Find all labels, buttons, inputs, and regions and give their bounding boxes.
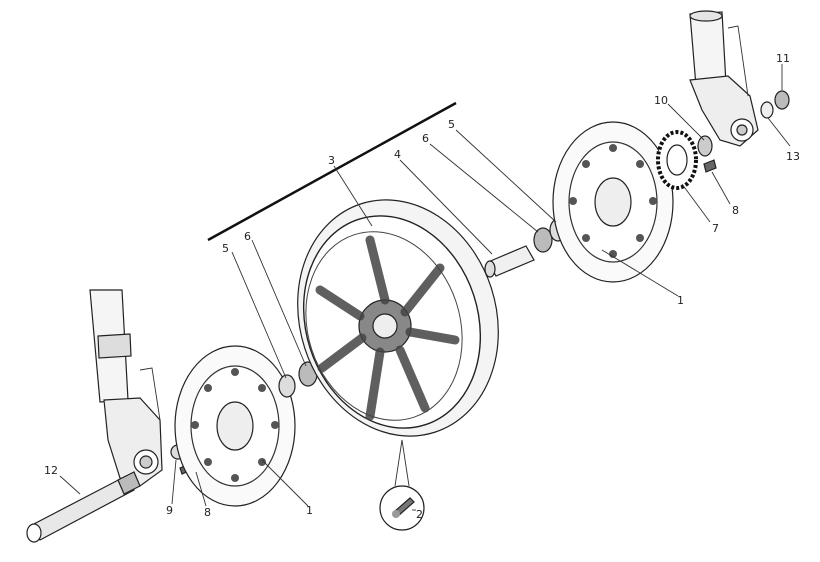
callout-1-right: 1 xyxy=(677,294,684,307)
axle xyxy=(26,471,141,543)
spacer-10 xyxy=(697,135,713,157)
washer-13 xyxy=(760,101,774,119)
tone-wheel xyxy=(656,130,698,190)
callout-8-right: 8 xyxy=(732,204,739,217)
callout-5-right: 5 xyxy=(448,118,455,131)
callout-2: 2 xyxy=(416,508,423,521)
callout-9: 9 xyxy=(166,504,173,517)
callout-13: 13 xyxy=(786,150,800,163)
brake-disc-right xyxy=(552,121,674,283)
callout-1-left: 1 xyxy=(306,504,313,517)
group-bracket-line xyxy=(207,101,457,242)
brake-disc-left xyxy=(174,345,296,507)
wheel-rim xyxy=(297,199,499,437)
callout-8-left: 8 xyxy=(204,506,211,519)
nut-11 xyxy=(774,90,790,110)
callout-10: 10 xyxy=(654,94,668,107)
callout-12: 12 xyxy=(44,464,58,477)
callout-7: 7 xyxy=(712,222,719,235)
callout-6-left: 6 xyxy=(244,230,251,243)
callout-11: 11 xyxy=(776,52,790,65)
right-fork-leg xyxy=(689,10,759,147)
callout-3: 3 xyxy=(328,154,335,167)
left-fork-leg xyxy=(89,289,163,487)
valve-detail xyxy=(379,439,425,531)
bolt-right xyxy=(703,159,717,173)
leader-lines xyxy=(59,64,791,511)
callout-6-right: 6 xyxy=(422,132,429,145)
callout-5-left: 5 xyxy=(222,242,229,255)
bearing-left xyxy=(278,374,296,398)
bearing-right-6 xyxy=(533,227,553,253)
spacer-tube xyxy=(484,245,535,278)
callout-4: 4 xyxy=(394,148,401,161)
